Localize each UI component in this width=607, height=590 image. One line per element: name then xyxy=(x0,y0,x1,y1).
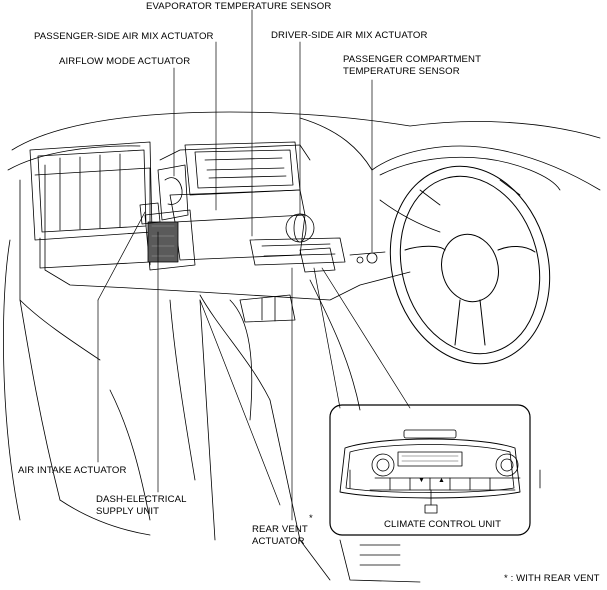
label-rear-vent-line2: ACTUATOR xyxy=(252,536,305,547)
label-dash-electrical-line2: SUPPLY UNIT xyxy=(96,506,160,517)
climate-control-callout xyxy=(329,404,541,536)
instrument-cluster xyxy=(379,156,561,206)
panel-up-glyph: ▲ xyxy=(438,477,446,484)
label-dash-electrical-line1: DASH-ELECTRICAL xyxy=(96,494,187,505)
label-rear-vent-marker: * xyxy=(309,513,313,524)
label-evaporator-temperature-sensor: EVAPORATOR TEMPERATURE SENSOR xyxy=(146,1,332,12)
label-air-intake-actuator: AIR INTAKE ACTUATOR xyxy=(18,465,127,476)
label-driver-side-air-mix-actuator: DRIVER-SIDE AIR MIX ACTUATOR xyxy=(271,30,428,41)
label-airflow-mode-actuator: AIRFLOW MODE ACTUATOR xyxy=(59,56,191,67)
center-console xyxy=(169,279,421,583)
label-compartment-sensor-line2: TEMPERATURE SENSOR xyxy=(343,66,460,77)
label-climate-control-unit: CLIMATE CONTROL UNIT xyxy=(384,519,502,530)
label-passenger-side-air-mix-actuator: PASSENGER-SIDE AIR MIX ACTUATOR xyxy=(34,31,214,42)
door-panel xyxy=(19,299,151,536)
label-rear-vent-line1: REAR VENT xyxy=(252,524,308,535)
leader-lines xyxy=(97,9,411,521)
panel-down-glyph: ▼ xyxy=(418,477,426,484)
driver-side-duct xyxy=(249,237,386,273)
footnote-with-rear-vent: * : WITH REAR VENT xyxy=(504,573,600,584)
dashboard-outline xyxy=(3,111,601,521)
center-vent-box xyxy=(169,141,306,261)
steering-wheel xyxy=(389,165,551,365)
passenger-side-vent xyxy=(29,141,153,269)
label-compartment-sensor-line1: PASSENGER COMPARTMENT xyxy=(343,54,482,65)
hvac-unit xyxy=(139,164,315,271)
